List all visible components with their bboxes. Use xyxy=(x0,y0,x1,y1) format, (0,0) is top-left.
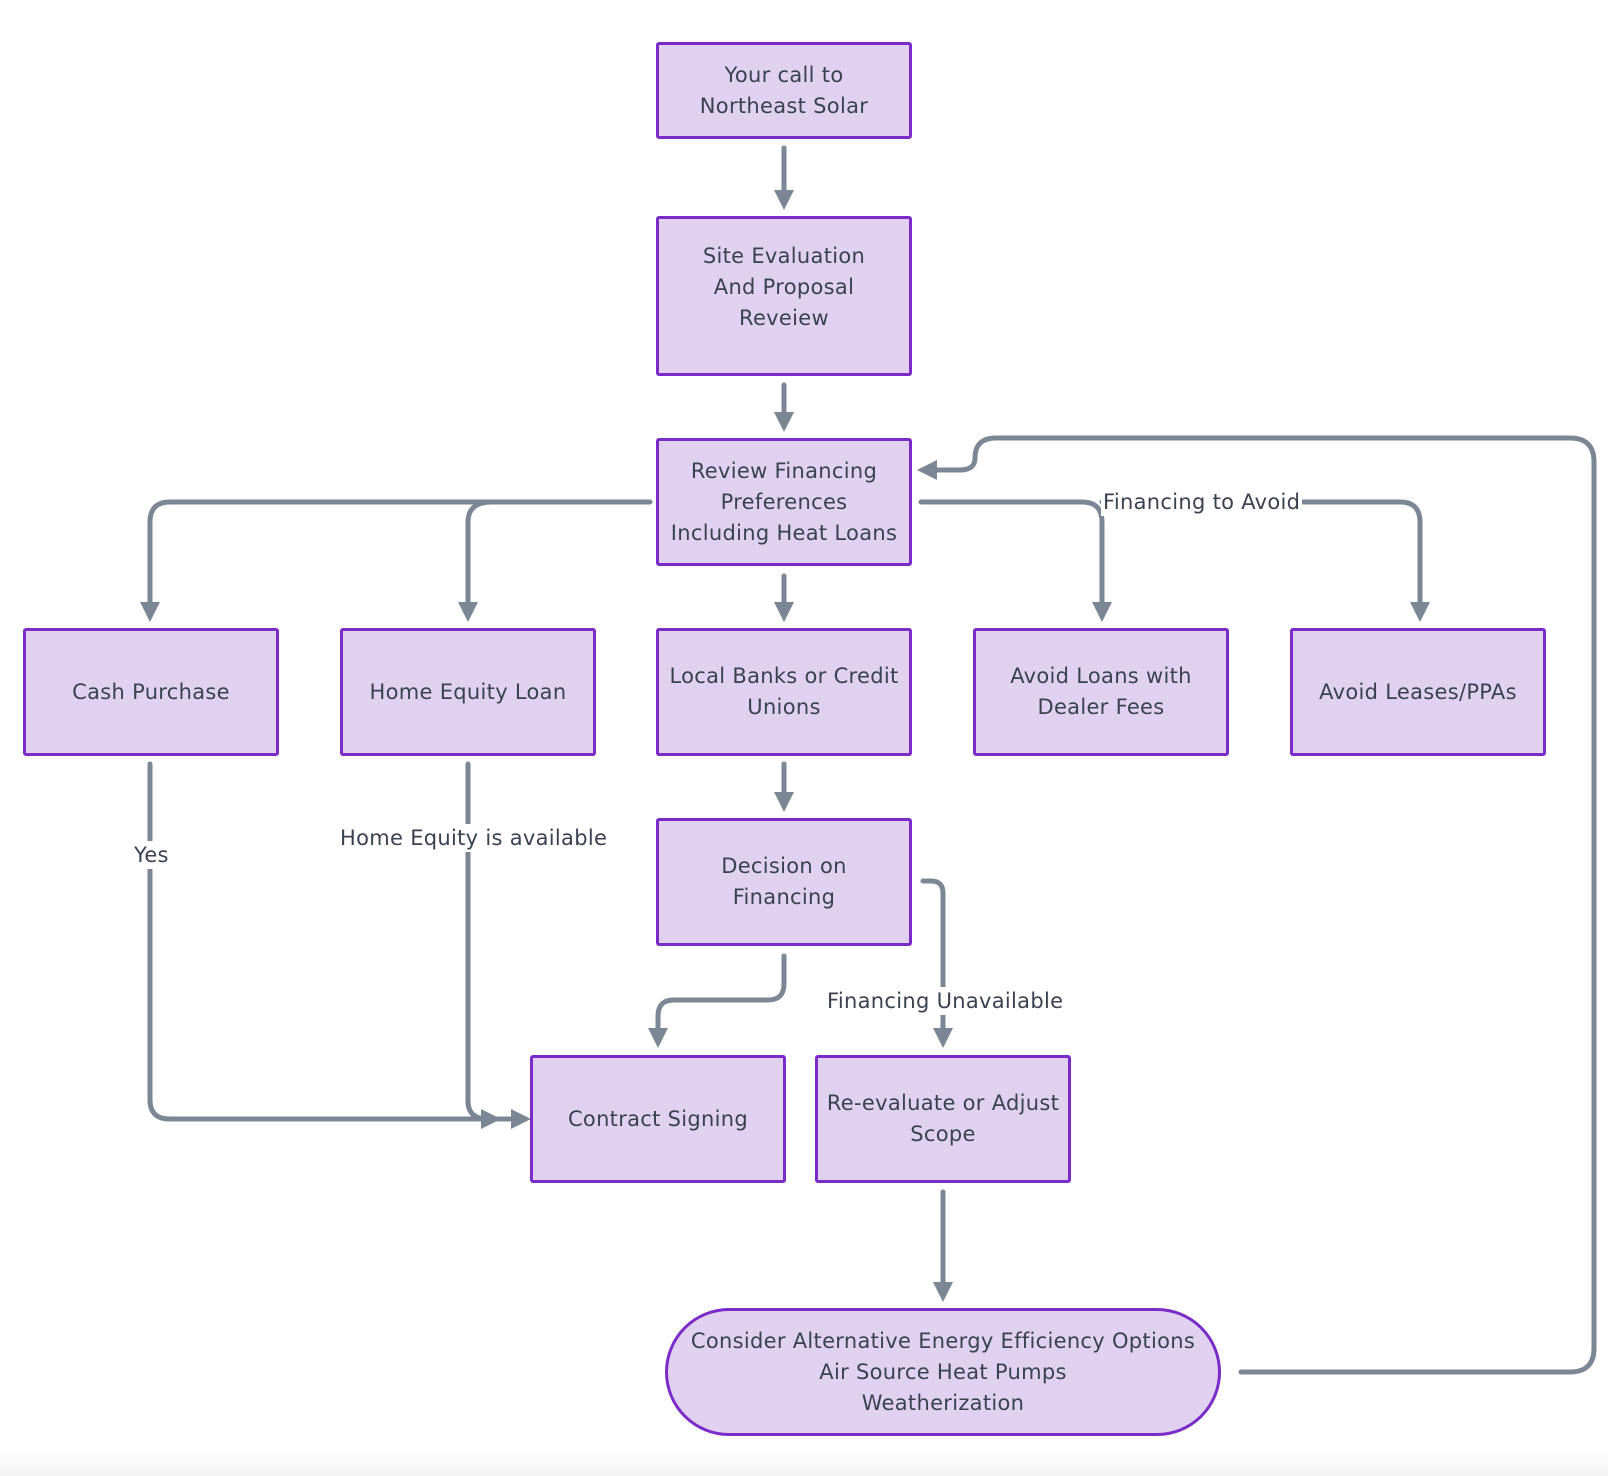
edge-alternative-to-review xyxy=(917,435,1597,1375)
node-home-equity-loan-label: Home Equity Loan xyxy=(369,679,567,704)
edge-label-home-equity-available: Home Equity is available xyxy=(338,824,610,852)
node-decision-on-financing: Decision on Financing xyxy=(656,818,912,946)
edge-review-to-cash xyxy=(140,499,653,622)
node-site-evaluation: Site Evaluation And Proposal Reveiew xyxy=(656,216,912,376)
node-contract-signing-label: Contract Signing xyxy=(567,1106,749,1131)
node-alternative-options: Consider Alternative Energy Efficiency O… xyxy=(665,1308,1221,1436)
edge-label-financing-unavailable: Financing Unavailable xyxy=(825,987,1066,1015)
edge-label-yes: Yes xyxy=(132,841,171,869)
edge-review-to-equity xyxy=(458,499,495,622)
node-review-financing: Review Financing Preferences Including H… xyxy=(656,438,912,566)
node-review-financing-label: Review Financing Preferences Including H… xyxy=(670,458,898,545)
node-local-banks: Local Banks or Credit Unions xyxy=(656,628,912,756)
node-reevaluate-scope-label: Re-evaluate or Adjust Scope xyxy=(826,1091,1060,1146)
node-contract-signing: Contract Signing xyxy=(530,1055,786,1183)
edge-review-to-dealer xyxy=(918,499,1112,622)
node-avoid-dealer-fees-label: Avoid Loans with Dealer Fees xyxy=(1010,664,1192,719)
node-decision-on-financing-label: Decision on Financing xyxy=(721,854,847,909)
node-your-call-label: Your call to Northeast Solar xyxy=(699,62,869,118)
edge-cash-to-contract xyxy=(147,761,531,1129)
node-avoid-leases: Avoid Leases/PPAs xyxy=(1290,628,1546,756)
edge-review-to-leases xyxy=(1099,499,1430,622)
node-avoid-leases-label: Avoid Leases/PPAs xyxy=(1319,679,1517,704)
node-cash-purchase: Cash Purchase xyxy=(23,628,279,756)
node-home-equity-loan: Home Equity Loan xyxy=(340,628,596,756)
edge-label-financing-to-avoid: Financing to Avoid xyxy=(1101,488,1303,516)
node-site-evaluation-label: Site Evaluation And Proposal Reveiew xyxy=(702,244,866,330)
bottom-shadow-band xyxy=(0,1450,1608,1476)
node-local-banks-label: Local Banks or Credit Unions xyxy=(669,664,899,719)
node-your-call: Your call to Northeast Solar xyxy=(656,42,912,139)
node-reevaluate-scope: Re-evaluate or Adjust Scope xyxy=(815,1055,1071,1183)
node-cash-purchase-label: Cash Purchase xyxy=(72,679,230,704)
node-alternative-options-label: Consider Alternative Energy Efficiency O… xyxy=(690,1328,1196,1415)
edge-decision-to-reevaluate xyxy=(920,878,953,1048)
edge-decision-to-contract xyxy=(648,953,787,1048)
edge-equity-to-contract xyxy=(465,761,501,1129)
node-avoid-dealer-fees: Avoid Loans with Dealer Fees xyxy=(973,628,1229,756)
